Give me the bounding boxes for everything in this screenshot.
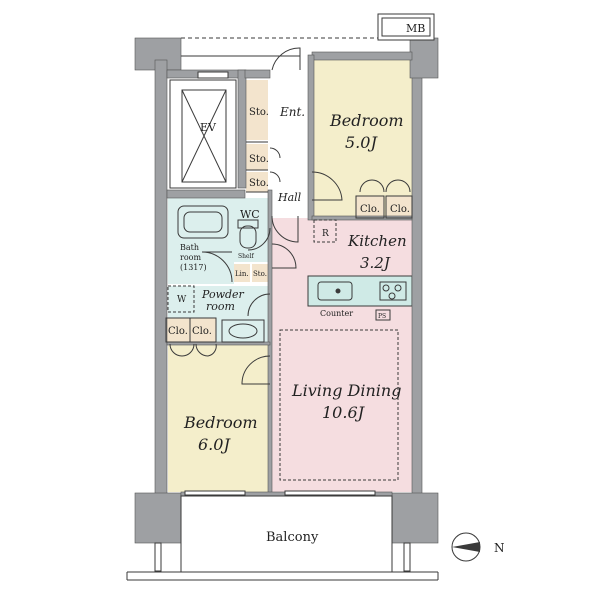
bath-door	[201, 251, 233, 283]
bedroom-2-size: 6.0J	[198, 435, 231, 454]
storage-fill-3	[246, 172, 268, 192]
wall-ev-right	[237, 69, 247, 189]
storage-fill-4	[252, 264, 268, 282]
powder-name: Powder	[201, 288, 245, 301]
kitchen-living-fill	[272, 218, 412, 492]
wall-bed2-top	[166, 341, 271, 346]
storage-label-3: Sto.	[249, 178, 269, 189]
washer-label: W	[177, 295, 187, 305]
closet-box-2	[385, 195, 413, 219]
elevator	[169, 71, 237, 189]
closet-fill-2	[386, 196, 412, 218]
wall-entry-top	[244, 69, 271, 79]
washbasin	[221, 319, 265, 343]
wall-bath-top	[166, 189, 246, 199]
closet-doors-1	[359, 179, 411, 193]
bath-label-1: Bath	[180, 243, 199, 252]
bedroom-1-door	[311, 171, 343, 201]
doors	[169, 47, 411, 385]
counter-label: Counter	[320, 309, 353, 318]
kitchen-sink	[317, 281, 353, 301]
ps-box	[375, 309, 391, 321]
wall-mb-top	[311, 51, 413, 61]
storage-label-2: Sto.	[249, 154, 269, 165]
closet-label-2: Clo.	[390, 204, 410, 215]
bath-label-2: room	[180, 253, 201, 262]
storage-label-4: Sto.	[253, 270, 267, 278]
living-size: 10.6J	[322, 403, 366, 422]
wall-outer-left	[154, 59, 168, 501]
kitchen-name: Kitchen	[347, 232, 407, 250]
bedroom-1-name: Bedroom	[329, 111, 404, 130]
bedroom-2-door	[241, 355, 271, 385]
storage-label-1: Sto.	[249, 107, 269, 118]
wall-bottom-left	[134, 492, 182, 544]
fixtures	[165, 141, 413, 481]
balcony-label: Balcony	[266, 530, 319, 545]
mb-label: MB	[406, 22, 425, 35]
storage-doors	[269, 147, 281, 183]
living-rug-area	[279, 329, 399, 481]
closet-label-3: Clo.	[168, 326, 188, 337]
compass: N	[451, 532, 505, 562]
ev-label: EV	[200, 121, 217, 134]
toilet	[239, 225, 257, 249]
wc-fill	[234, 198, 270, 262]
walls	[134, 37, 439, 544]
wc-label: WC	[240, 208, 260, 221]
bathtub	[177, 205, 229, 239]
powder-door	[247, 293, 271, 317]
wall-bed1-left	[307, 54, 315, 221]
linen-label: Lin.	[235, 270, 249, 278]
north-label: N	[494, 541, 505, 555]
closet-fill-1	[356, 196, 384, 218]
ps-label: PS	[378, 313, 386, 320]
cooktop	[379, 281, 407, 301]
wall-outer-right	[411, 59, 423, 501]
hall-door	[271, 215, 299, 243]
kitchen-counter	[307, 275, 413, 307]
washer-space	[167, 285, 195, 313]
outside-corridor	[181, 13, 435, 57]
storage-fill-1	[246, 80, 268, 140]
shelf-label: Shelf	[238, 253, 254, 260]
kitchen-size: 3.2J	[360, 254, 391, 272]
balcony	[126, 490, 439, 581]
refrigerator-space	[313, 219, 337, 243]
closet-label-4: Clo.	[192, 326, 212, 337]
wc-door	[247, 227, 271, 251]
living-name: Living Dining	[291, 381, 401, 400]
storage-fill-2	[246, 144, 268, 170]
bedroom-2-name: Bedroom	[183, 413, 258, 432]
bedroom-1-fill	[312, 60, 412, 220]
closet-box-1	[355, 195, 385, 219]
labels: MB EV Sto. Ent. Sto. Sto. Bedroom 5.0J H…	[168, 22, 425, 545]
refrigerator-label: R	[322, 229, 329, 239]
closet-label-1: Clo.	[360, 204, 380, 215]
linen-fill	[234, 264, 250, 282]
closet-doors-2	[169, 343, 217, 357]
powder-sub: room	[206, 300, 235, 313]
wall-bottom-right	[391, 492, 439, 544]
room-fills	[166, 60, 413, 492]
entry-door	[271, 47, 301, 71]
closet-box-4	[189, 317, 217, 343]
bath-label-3: (1317)	[180, 263, 207, 272]
bedroom-1-size: 5.0J	[345, 133, 378, 152]
wall-outer-right-top	[409, 37, 439, 79]
closet-fill-3	[166, 318, 216, 342]
entrance-label: Ent.	[279, 105, 305, 119]
hall-label: Hall	[277, 191, 302, 204]
bedroom-2-fill	[168, 344, 270, 492]
living-door	[271, 243, 297, 269]
